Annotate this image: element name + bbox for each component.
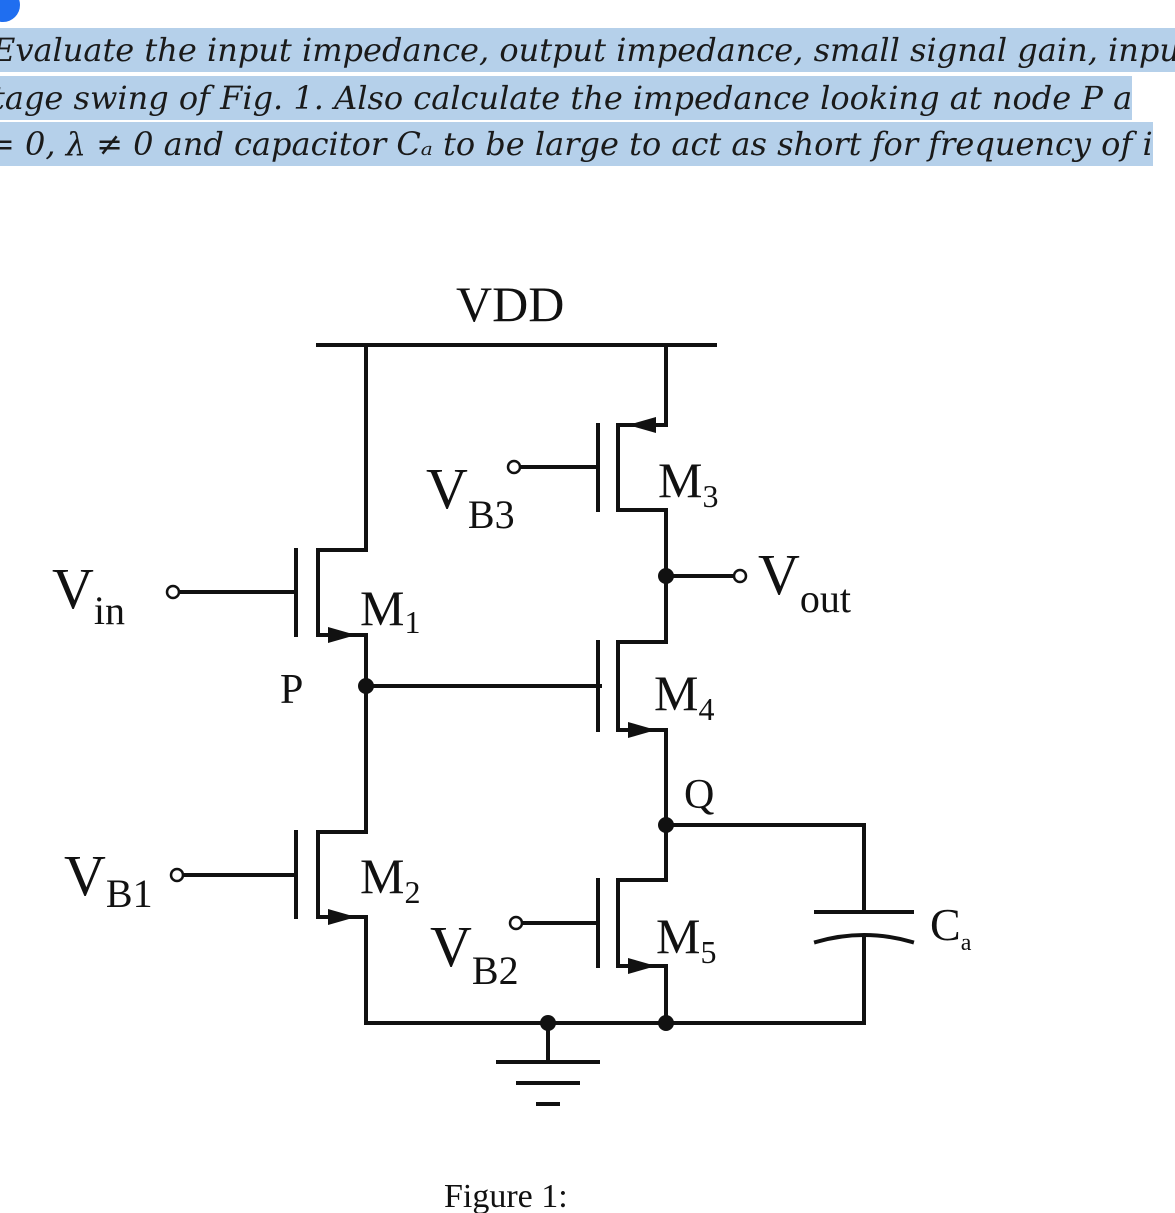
m3-source-arrow [628,417,656,433]
problem-line-1: Evaluate the input impedance, output imp… [0,28,1175,72]
vdd-label: VDD [456,276,564,332]
node-q-dot [658,817,674,833]
problem-statement: Evaluate the input impedance, output imp… [0,0,1175,170]
m5-source-arrow [628,958,656,974]
ground-dot-mid [540,1015,556,1031]
vin-terminal [165,584,181,600]
vb1-label: VB1 [64,843,153,916]
vb2-label: VB2 [430,914,519,993]
ground-dot-right [658,1015,674,1031]
transistor-m1 [294,548,368,637]
vout-label: Vout [758,542,851,621]
m1-source-arrow [328,627,356,643]
transistor-m2 [294,830,368,919]
node-vout-dot [658,568,674,584]
node-p-label: P [280,667,303,713]
m3-label: M3 [658,452,718,514]
transistor-m3 [596,423,668,512]
m4-source-arrow [628,722,656,738]
m1-label: M1 [360,580,420,640]
node-p-dot [358,678,374,694]
selection-handle-icon[interactable] [0,0,20,22]
vb1-terminal [169,867,185,883]
problem-line-2: tage swing of Fig. 1. Also calculate the… [0,76,1133,120]
ground-symbol [496,1021,600,1106]
capacitor-ca [813,910,915,1025]
node-q-label: Q [684,772,714,818]
vin-label: Vin [52,556,125,633]
m2-source-arrow [328,909,356,925]
figure-caption: Figure 1: [444,1178,568,1213]
m4-label: M4 [654,665,714,727]
vout-terminal [732,568,748,584]
ca-label: Ca [930,899,972,956]
circuit-diagram: VDD Vin M1 P VB3 M3 Vout M4 Q VB1 M2 VB2… [52,276,972,1213]
vb3-terminal [506,459,522,475]
problem-line-3: = 0, λ ≠ 0 and capacitor Cₐ to be large … [0,122,1153,166]
vb3-label: VB3 [426,456,515,537]
m2-label: M2 [360,848,420,910]
vb2-terminal [508,915,524,931]
m5-label: M5 [656,908,716,970]
